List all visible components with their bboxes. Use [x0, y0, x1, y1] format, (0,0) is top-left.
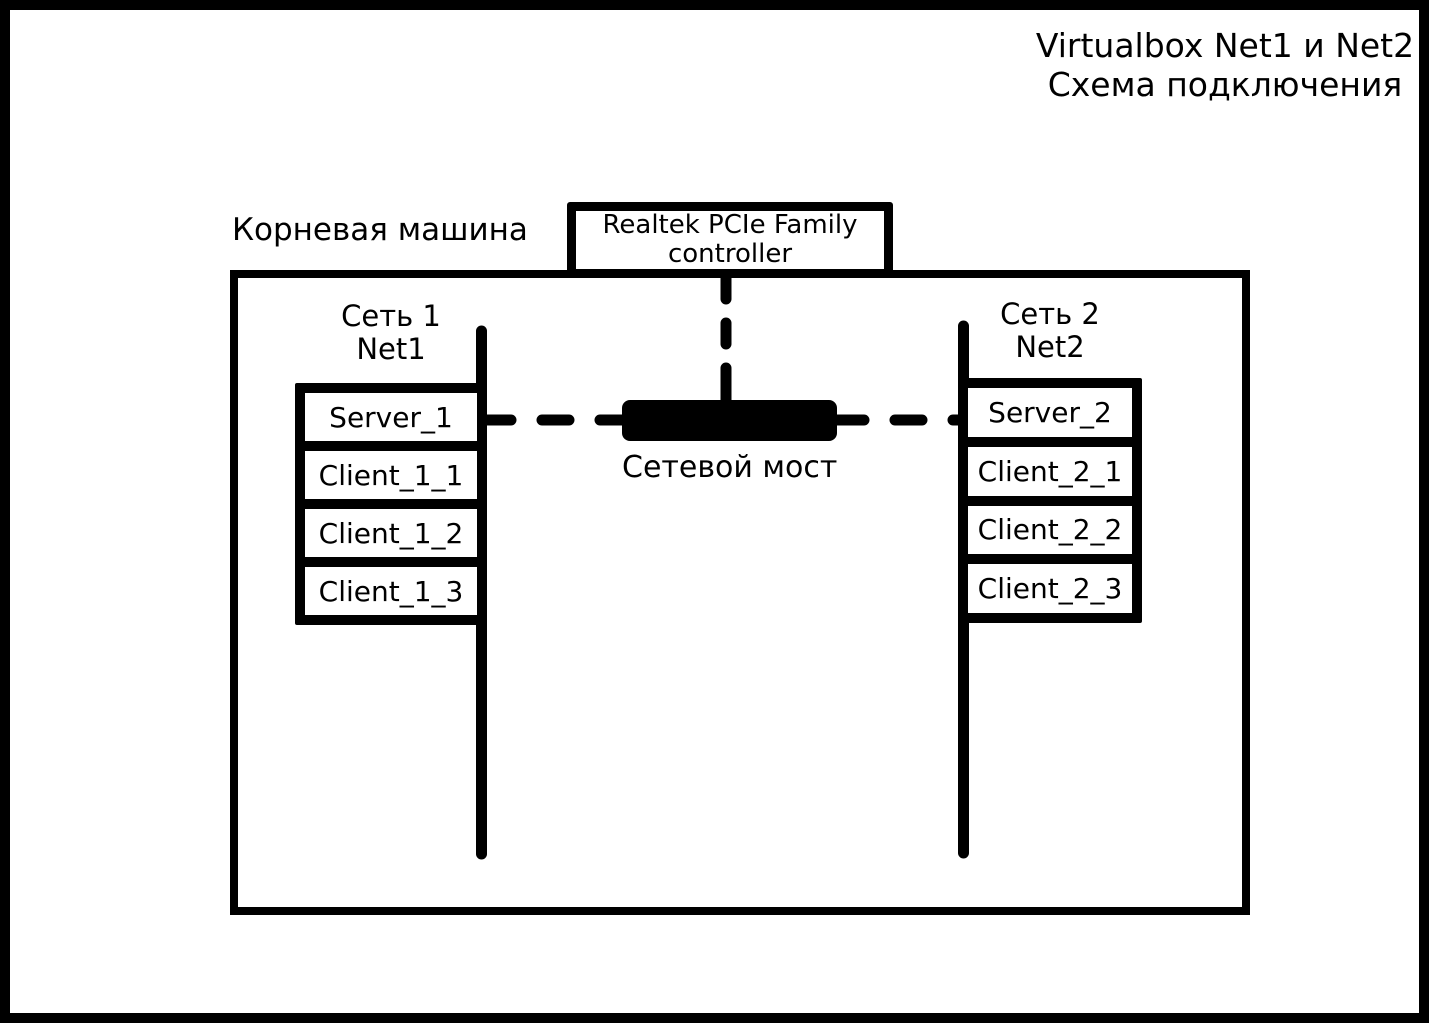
node-client-2-1: Client_2_1: [968, 446, 1132, 496]
node-client-1-3: Client_1_3: [305, 567, 477, 615]
root-machine-label: Корневая машина: [232, 212, 528, 248]
net1-label-line-1: Сеть 1: [341, 299, 441, 333]
node-client-1-1: Client_1_1: [305, 451, 477, 499]
network-bridge-label: Сетевой мост: [622, 450, 838, 485]
title-line-2: Схема подключения: [1047, 65, 1403, 104]
node-client-1-2: Client_1_2: [305, 509, 477, 557]
node-server-2: Server_2: [968, 388, 1132, 437]
net2-label: Сеть 2 Net2: [958, 298, 1142, 364]
net1-label: Сеть 1 Net1: [295, 300, 487, 366]
nic-controller-line-1: Realtek PCIe Family: [602, 210, 858, 240]
node-client-2-3: Client_2_3: [968, 564, 1132, 613]
node-server-1: Server_1: [305, 393, 477, 441]
nic-controller-box: Realtek PCIe Family controller: [567, 202, 893, 278]
net1-node-stack: Server_1 Client_1_1 Client_1_2 Client_1_…: [295, 383, 487, 625]
diagram-title: Virtualbox Net1 и Net2 Схема подключения: [1020, 26, 1419, 104]
title-line-1: Virtualbox Net1 и Net2: [1035, 26, 1415, 65]
node-client-2-2: Client_2_2: [968, 505, 1132, 555]
net2-label-line-2: Net2: [1015, 330, 1085, 364]
net1-label-line-2: Net1: [356, 332, 426, 366]
net2-node-stack: Server_2 Client_2_1 Client_2_2 Client_2_…: [958, 378, 1142, 623]
nic-controller-line-2: controller: [667, 239, 793, 269]
net2-label-line-1: Сеть 2: [1000, 297, 1100, 331]
